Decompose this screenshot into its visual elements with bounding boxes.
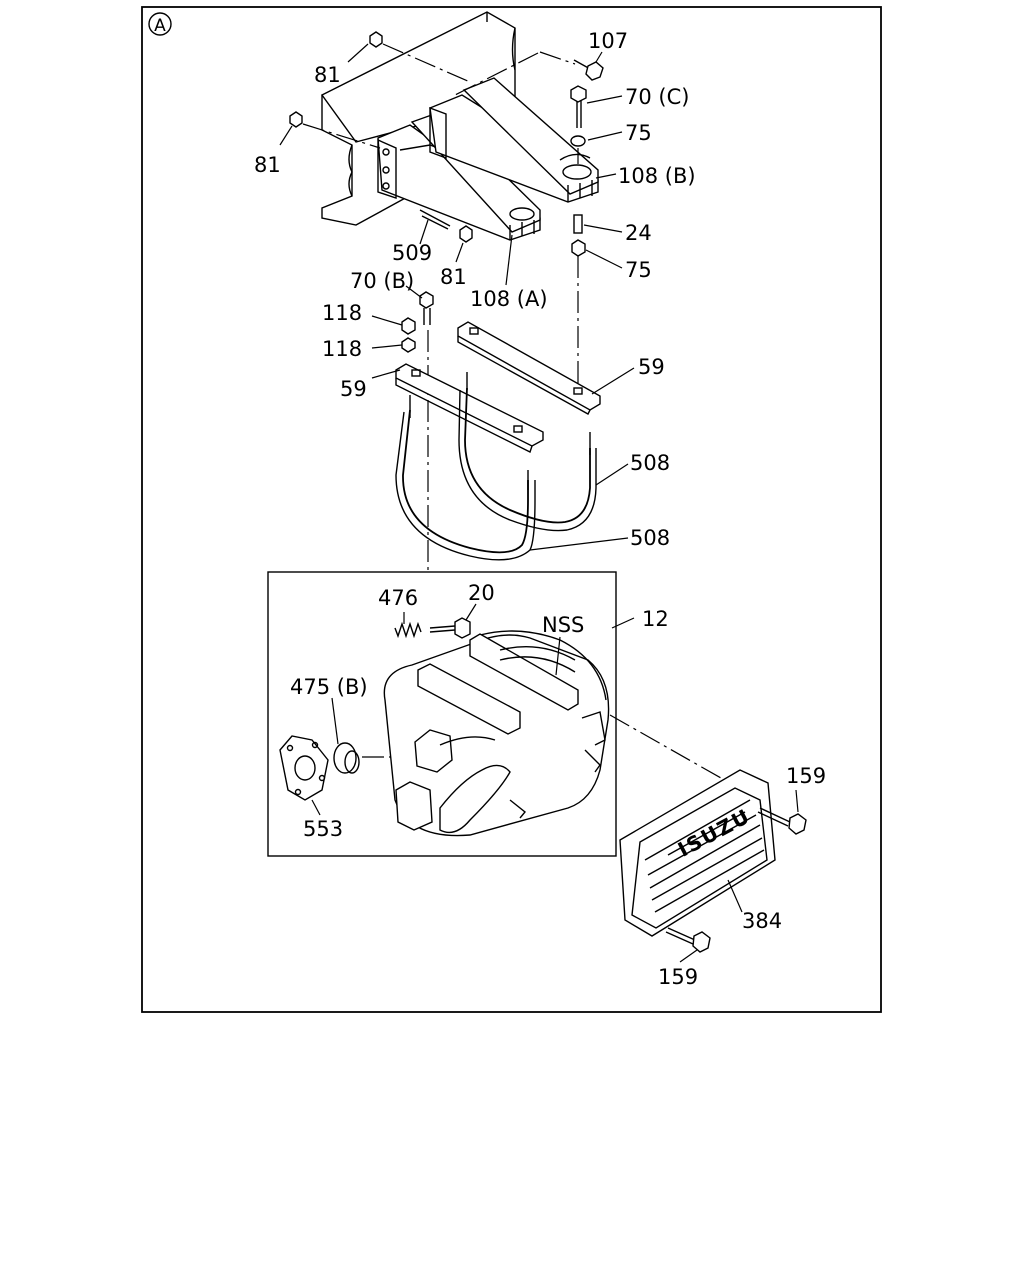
callout-508-bottom: 508 xyxy=(630,526,670,550)
callout-81-left: 81 xyxy=(254,153,281,177)
callout-508-top: 508 xyxy=(630,451,670,475)
gasket-553 xyxy=(279,735,329,801)
callout-475b: 475 (B) xyxy=(290,675,368,699)
callout-81-top: 81 xyxy=(314,63,341,87)
callout-59-left: 59 xyxy=(340,377,367,401)
strap-508-front xyxy=(395,395,536,561)
callout-75-bottom: 75 xyxy=(625,258,652,282)
spring-476 xyxy=(394,621,422,639)
callout-108b: 108 (B) xyxy=(618,164,696,188)
callout-12: 12 xyxy=(642,607,669,631)
callout-59-right: 59 xyxy=(638,355,665,379)
bolt-159-top xyxy=(757,807,807,835)
callout-108a: 108 (A) xyxy=(470,287,548,311)
diagram-frame xyxy=(141,6,882,1013)
callout-labels: 81 81 107 70 (C) 75 108 (B) 24 75 509 81… xyxy=(254,29,826,989)
leader-lines xyxy=(279,43,799,963)
callout-476: 476 xyxy=(378,586,418,610)
crossbar-59-lower xyxy=(395,363,544,453)
hardware-upper xyxy=(289,31,604,353)
callout-20: 20 xyxy=(468,581,495,605)
svg-text:A: A xyxy=(154,16,166,36)
callout-107: 107 xyxy=(588,29,628,53)
callout-159-bottom: 159 xyxy=(658,965,698,989)
callout-118-top: 118 xyxy=(322,301,362,325)
callout-70b: 70 (B) xyxy=(350,269,414,293)
seal-475b xyxy=(333,742,360,774)
bracket-108b xyxy=(429,77,599,203)
callout-553: 553 xyxy=(303,817,343,841)
callout-159-top: 159 xyxy=(786,764,826,788)
callout-24: 24 xyxy=(625,221,652,245)
bolt-20 xyxy=(429,617,471,639)
heat-shield-384: ISUZU xyxy=(619,769,776,937)
callout-384: 384 xyxy=(742,909,782,933)
callout-nss: NSS xyxy=(542,613,584,637)
assembly-lines xyxy=(302,43,729,783)
view-marker: A xyxy=(148,12,172,36)
bolt-159-bottom xyxy=(665,927,711,953)
muffler-assembly xyxy=(383,630,610,837)
callout-118-bottom: 118 xyxy=(322,337,362,361)
callout-70c: 70 (C) xyxy=(625,85,689,109)
callout-509: 509 xyxy=(392,241,432,265)
inset-box-12 xyxy=(267,571,617,857)
callout-81-mid: 81 xyxy=(440,265,467,289)
crossbar-59-upper xyxy=(457,321,601,415)
callout-75-top: 75 xyxy=(625,121,652,145)
